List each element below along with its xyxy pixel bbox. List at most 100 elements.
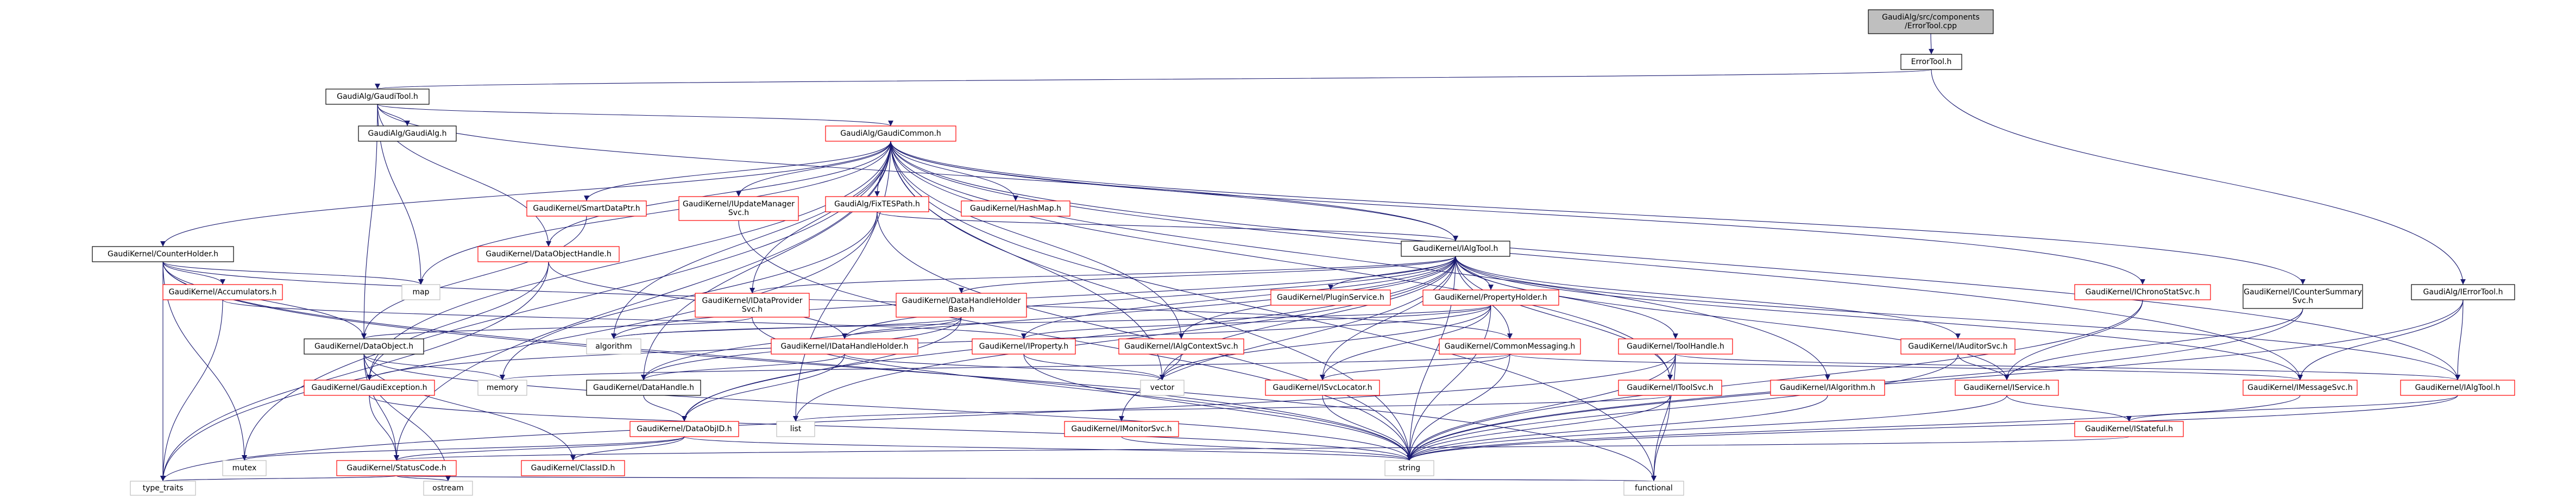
edge-iproperty_h-to-string [1023, 354, 1412, 461]
node-box [304, 338, 424, 355]
node-istateful-h[interactable]: GaudiKernel/IStateful.h [2074, 421, 2184, 437]
node-smartdataptr-h[interactable]: GaudiKernel/SmartDataPtr.h [526, 200, 647, 217]
edge-datahandle_h-to-dataobjid_h [643, 395, 687, 422]
edge-propertyholder_h-to-isvclocator_h [1320, 305, 1491, 381]
node-box [1868, 9, 1994, 34]
node-label: GaudiKernel/IService.h [1964, 383, 2050, 392]
node-label: ostream [432, 484, 464, 493]
node-label: ErrorTool.h [1911, 58, 1952, 66]
node-itoolsvc-h[interactable]: GaudiKernel/IToolSvc.h [1618, 380, 1722, 396]
edge-itoolsvc_h-to-functional [1651, 395, 1671, 482]
node-label: GaudiKernel/IAlgTool.h [1413, 244, 1498, 253]
node-label: GaudiKernel/CounterHolder.h [108, 250, 218, 259]
node-ipluginservice-h[interactable]: GaudiKernel/PluginService.h [1270, 289, 1391, 306]
edge-ierrortool_h-to-imessagesvc_h [2297, 299, 2464, 381]
node-fixtespath-h[interactable]: GaudiAlg/FixTESPath.h [825, 196, 929, 212]
edge-iauditorsvc_h-to-string [1407, 354, 1958, 461]
node-dataobjecthandle-h[interactable]: GaudiKernel/DataObjectHandle.h [477, 246, 620, 262]
node-ialgtool-h[interactable]: GaudiKernel/IAlgTool.h [1401, 241, 1510, 257]
node-label: Svc.h [728, 209, 749, 217]
edge-propertyholder_h-to-algorithm [611, 305, 1491, 339]
node-ialgcontextsvc-h[interactable]: GaudiKernel/IAlgContextSvc.h [1118, 338, 1244, 355]
node-imonitorsvc-h[interactable]: GaudiKernel/IMonitorSvc.h [1064, 421, 1179, 437]
node-classid-h[interactable]: GaudiKernel/ClassID.h [521, 460, 625, 476]
node-dataobjid-h[interactable]: GaudiKernel/DataObjID.h [629, 421, 739, 437]
edge-commonmessaging_h-to-isvclocator_h [1320, 354, 1510, 381]
node-box [358, 125, 457, 142]
node-label: mutex [232, 464, 257, 472]
node-label: GaudiKernel/StatusCode.h [347, 464, 446, 472]
node-label: GaudiKernel/Accumulators.h [169, 288, 277, 297]
node-statuscode-h[interactable]: GaudiKernel/StatusCode.h [336, 460, 457, 476]
edge-ialgtool_h-to-iservice_h [1455, 256, 2010, 381]
node-counterholder-h[interactable]: GaudiKernel/CounterHolder.h [92, 246, 234, 262]
edge-isvclocator_h-to-string [1322, 395, 1412, 461]
edge-counterholder_h-to-commonmessaging_h [162, 261, 1513, 339]
node-ialgorithm-h[interactable]: GaudiKernel/IAlgorithm.h [1770, 380, 1885, 396]
edge-statuscode_h-to-functional [396, 475, 1654, 482]
edge-commonmessaging_h-to-memory [500, 354, 1510, 381]
node-errortool-h[interactable]: ErrorTool.h [1900, 54, 1962, 70]
node-iservice-h[interactable]: GaudiKernel/IService.h [1955, 380, 2059, 396]
node-box [1770, 380, 1885, 396]
node-label: GaudiKernel/IAlgTool.h [2415, 383, 2501, 392]
node-string: string [1384, 460, 1434, 476]
edge-ialgorithm_h-to-string [1407, 395, 1828, 461]
node-label: map [412, 288, 429, 297]
edge-ialgtool_h-to-datahandle_h [641, 256, 1456, 381]
edge-gaudicommon_h-to-functional [890, 141, 1657, 482]
node-box [222, 460, 267, 476]
node-toolhandle-h[interactable]: GaudiKernel/ToolHandle.h [1618, 338, 1733, 355]
node-label: GaudiAlg/GaudiAlg.h [368, 129, 447, 138]
node-dataobject-h[interactable]: GaudiKernel/DataObject.h [304, 338, 424, 355]
node-idatahandleholder-h[interactable]: GaudiKernel/IDataHandleHolder.h [771, 338, 918, 355]
node-box [92, 246, 234, 262]
nodes-layer: GaudiAlg/src/components/ErrorTool.cppErr… [92, 9, 2515, 496]
edge-counterholder_h-to-accumulators_h [162, 261, 225, 285]
edge-statuscode_h-to-ostream [396, 475, 451, 482]
node-box [1118, 338, 1244, 355]
node-gaudicommon-h[interactable]: GaudiAlg/GaudiCommon.h [825, 125, 956, 142]
edge-errortool_h-to-gauditool_h [375, 69, 1932, 90]
node-ierrortool-h[interactable]: GaudiAlg/IErrorTool.h [2411, 284, 2515, 300]
node-box [629, 421, 739, 437]
node-box [896, 293, 1027, 318]
edge-ialgcontextsvc_h-to-vector [1160, 354, 1182, 381]
node-label: GaudiKernel/ToolHandle.h [1627, 342, 1724, 351]
node-box [325, 89, 430, 105]
node-label: GaudiKernel/DataObjectHandle.h [486, 250, 612, 259]
edge-gaudicommon_h-to-ichronostatsvc_h [890, 141, 2145, 285]
node-accumulators-h[interactable]: GaudiKernel/Accumulators.h [162, 284, 283, 300]
node-ichronostatsvc-h[interactable]: GaudiKernel/IChronoStatSvc.h [2074, 284, 2211, 300]
node-box [2243, 380, 2358, 396]
node-ialgtool2-h[interactable]: GaudiKernel/IAlgTool.h [2400, 380, 2515, 396]
edge-ialgtool_h-to-iauditorsvc_h [1455, 256, 1961, 339]
node-commonmessaging-h[interactable]: GaudiKernel/CommonMessaging.h [1439, 338, 1581, 355]
node-iproperty-h[interactable]: GaudiKernel/IProperty.h [972, 338, 1076, 355]
edge-ialgtool2_h-to-istateful_h [2126, 395, 2458, 422]
node-propertyholder-h[interactable]: GaudiKernel/PropertyHolder.h [1422, 289, 1559, 306]
node-box [162, 284, 283, 300]
edge-ialgtool_h-to-propertyholder_h [1455, 256, 1494, 291]
node-gauditool-h[interactable]: GaudiAlg/GaudiTool.h [325, 89, 430, 105]
node-hashmap-h[interactable]: GaudiKernel/HashMap.h [961, 200, 1070, 217]
node-datahandle-h[interactable]: GaudiKernel/DataHandle.h [586, 380, 701, 396]
node-box [678, 196, 799, 221]
edge-dataobjid_h-to-statuscode_h [394, 436, 685, 461]
edge-iauditorsvc_h-to-iservice_h [1957, 354, 2010, 381]
node-gaudiexception-h[interactable]: GaudiKernel/GaudiException.h [304, 380, 435, 396]
node-imessagesvc-h[interactable]: GaudiKernel/IMessageSvc.h [2243, 380, 2358, 396]
edge-counterholder_h-to-string [162, 261, 1412, 461]
node-iauditorsvc-h[interactable]: GaudiKernel/IAuditorSvc.h [1900, 338, 2016, 355]
node-root[interactable]: GaudiAlg/src/components/ErrorTool.cpp [1868, 9, 1994, 34]
edge-dataobject_h-to-ostream [363, 354, 451, 482]
node-gaudialg-h[interactable]: GaudiAlg/GaudiAlg.h [358, 125, 457, 142]
node-isvclocator-h[interactable]: GaudiKernel/ISvcLocator.h [1265, 380, 1380, 396]
edge-imessagesvc_h-to-string [1407, 395, 2301, 461]
node-label: GaudiAlg/FixTESPath.h [834, 200, 920, 209]
node-box [304, 380, 435, 396]
